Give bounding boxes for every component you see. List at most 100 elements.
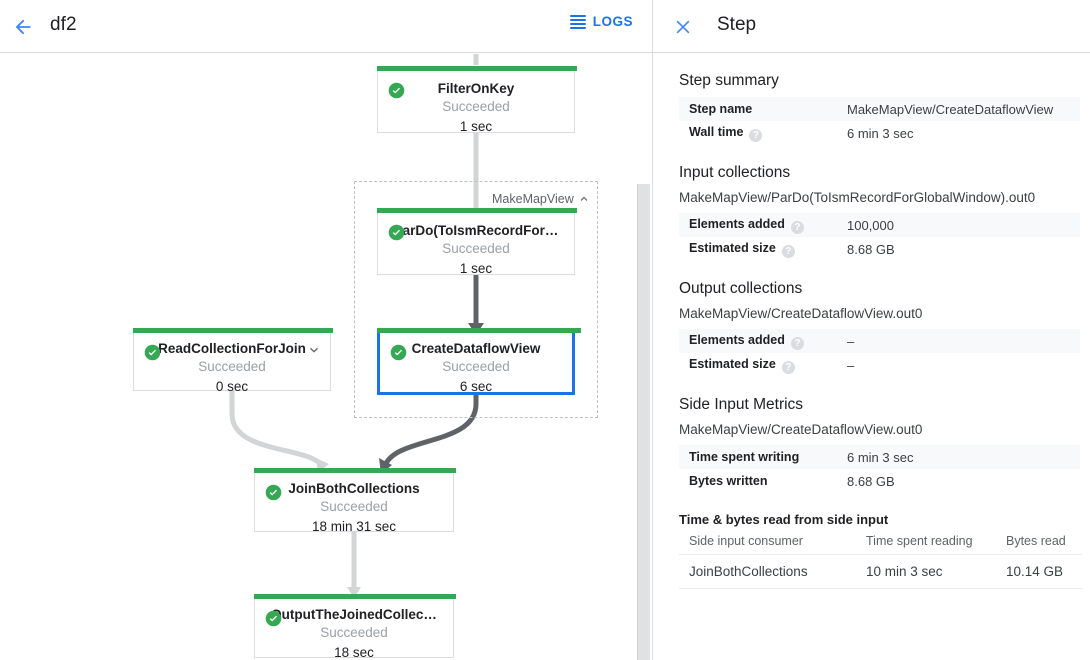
composite-makemapview-label[interactable]: MakeMapView [492, 192, 590, 206]
node-status-bar [254, 594, 456, 599]
node-body: JoinBothCollections Succeeded 18 min 31 … [255, 473, 453, 536]
table-header-row: Side input consumer Time spent reading B… [679, 530, 1082, 555]
side-input-metrics-table: Time spent writing 6 min 3 sec Bytes wri… [679, 445, 1080, 493]
check-circle-icon [265, 610, 282, 627]
node-state: Succeeded [320, 499, 388, 514]
cell-time: 10 min 3 sec [856, 554, 996, 589]
row-value: MakeMapView/CreateDataflowView [847, 101, 1054, 117]
step-detail-panel: Step Step summary Step name MakeMapView/… [653, 0, 1090, 660]
node-status-bar [254, 468, 456, 473]
side-input-reads-table: Side input consumer Time spent reading B… [679, 530, 1082, 589]
node-status-bar [133, 328, 333, 333]
row-value: 8.68 GB [847, 241, 895, 257]
chevron-down-icon[interactable] [307, 343, 321, 357]
section-output-collections: Output collections MakeMapView/CreateDat… [653, 280, 1090, 377]
help-icon[interactable]: ? [781, 360, 795, 374]
row-key: Bytes written [679, 469, 847, 493]
composite-makemapview[interactable] [354, 181, 598, 418]
help-icon[interactable]: ? [790, 220, 804, 234]
graph-node-read-collection-for-join[interactable]: ReadCollectionForJoin Succeeded 0 sec [133, 328, 333, 394]
node-state: Succeeded [442, 359, 510, 374]
section-title: Step summary [679, 72, 779, 89]
graph-node-filter-on-key[interactable]: FilterOnKey Succeeded 1 sec [377, 66, 577, 136]
step-detail-body: Step summary Step name MakeMapView/Creat… [653, 72, 1090, 589]
check-circle-icon [388, 224, 405, 241]
section-title: Time & bytes read from side input [679, 512, 889, 527]
row-key-label: Elements added [689, 332, 785, 347]
logs-hamburger-icon [569, 14, 586, 29]
input-collections-table: Elements added? 100,000 Estimated size? … [679, 213, 1080, 261]
node-body: ParDo(ToIsmRecordFor… Succeeded 1 sec [378, 213, 574, 278]
help-icon[interactable]: ? [749, 128, 763, 142]
table-row: Elements added? 100,000 [679, 213, 1080, 237]
table-row: Time spent writing 6 min 3 sec [679, 445, 1080, 469]
help-icon[interactable]: ? [781, 244, 795, 258]
node-body: OutputTheJoinedCollec… Succeeded 18 sec [255, 599, 453, 660]
logs-button-label: LOGS [592, 14, 633, 29]
node-status-bar [377, 328, 581, 333]
check-circle-icon [390, 344, 407, 361]
node-body: CreateDataflowView Succeeded 6 sec [380, 333, 572, 396]
output-collections-table: Elements added? – Estimated size? – [679, 329, 1080, 377]
table-row[interactable]: JoinBothCollections 10 min 3 sec 10.14 G… [679, 554, 1082, 589]
row-value: 100,000 [847, 217, 894, 233]
row-key: Step name [679, 97, 847, 121]
table-row: Estimated size? 8.68 GB [679, 237, 1080, 261]
row-key: Elements added? [679, 329, 847, 353]
node-state: Succeeded [198, 359, 266, 374]
section-title: Input collections [679, 164, 791, 181]
row-value: 8.68 GB [847, 473, 895, 489]
cell-consumer: JoinBothCollections [679, 554, 856, 589]
section-step-summary: Step summary Step name MakeMapView/Creat… [653, 72, 1090, 145]
table-row: Bytes written 8.68 GB [679, 469, 1080, 493]
close-icon[interactable] [670, 14, 696, 40]
graph-scrollbar-track[interactable] [637, 54, 652, 660]
graph-node-output-the-joined-collection[interactable]: OutputTheJoinedCollec… Succeeded 18 sec [254, 594, 456, 660]
logs-button[interactable]: LOGS [569, 14, 633, 29]
row-key: Elements added? [679, 213, 847, 237]
job-graph-canvas[interactable]: MakeMapView FilterOnKey Succeeded 1 sec [0, 54, 653, 660]
node-name: OutputTheJoinedCollec… [271, 607, 437, 622]
chevron-up-icon[interactable] [578, 193, 590, 205]
table-row: Wall time? 6 min 3 sec [679, 121, 1080, 145]
graph-node-pardo-toismrecordfor[interactable]: ParDo(ToIsmRecordFor… Succeeded 1 sec [377, 208, 577, 278]
back-arrow-icon[interactable] [8, 12, 38, 42]
column-header-bytes: Bytes read [996, 530, 1082, 555]
row-key-label: Bytes written [689, 474, 768, 488]
node-body: ReadCollectionForJoin Succeeded 0 sec [134, 333, 330, 396]
step-detail-header: Step [653, 0, 1090, 53]
node-name: FilterOnKey [437, 81, 515, 96]
check-circle-icon [265, 484, 282, 501]
node-state: Succeeded [442, 99, 510, 114]
node-duration: 0 sec [215, 379, 249, 394]
check-circle-icon [144, 344, 161, 361]
section-title: Side Input Metrics [679, 396, 804, 413]
node-status-bar [377, 208, 577, 213]
page-title: df2 [50, 14, 77, 35]
graph-node-join-both-collections[interactable]: JoinBothCollections Succeeded 18 min 31 … [254, 468, 456, 534]
help-icon[interactable]: ? [790, 336, 804, 350]
step-summary-table: Step name MakeMapView/CreateDataflowView… [679, 97, 1080, 145]
job-graph-panel: df2 LOGS [0, 12, 653, 660]
node-status-bar [377, 66, 577, 71]
row-key: Time spent writing [679, 445, 847, 469]
table-row: Elements added? – [679, 329, 1080, 353]
node-name: CreateDataflowView [411, 341, 541, 356]
row-value: 6 min 3 sec [847, 449, 914, 465]
collection-name: MakeMapView/CreateDataflowView.out0 [679, 422, 923, 437]
check-circle-icon [388, 82, 405, 99]
cell-bytes: 10.14 GB [996, 554, 1082, 589]
graph-node-create-dataflow-view[interactable]: CreateDataflowView Succeeded 6 sec [377, 328, 581, 396]
node-duration: 1 sec [459, 119, 493, 134]
node-name: ParDo(ToIsmRecordFor… [393, 223, 559, 238]
row-key-label: Step name [689, 102, 753, 116]
section-side-input-metrics: Side Input Metrics MakeMapView/CreateDat… [653, 396, 1090, 493]
row-key-label: Estimated size [689, 356, 776, 371]
node-state: Succeeded [320, 625, 388, 640]
row-key-label: Wall time [689, 124, 744, 139]
node-body: FilterOnKey Succeeded 1 sec [378, 71, 574, 136]
section-input-collections: Input collections MakeMapView/ParDo(ToIs… [653, 164, 1090, 261]
graph-scrollbar-thumb[interactable] [637, 184, 650, 660]
collection-name: MakeMapView/CreateDataflowView.out0 [679, 306, 923, 321]
